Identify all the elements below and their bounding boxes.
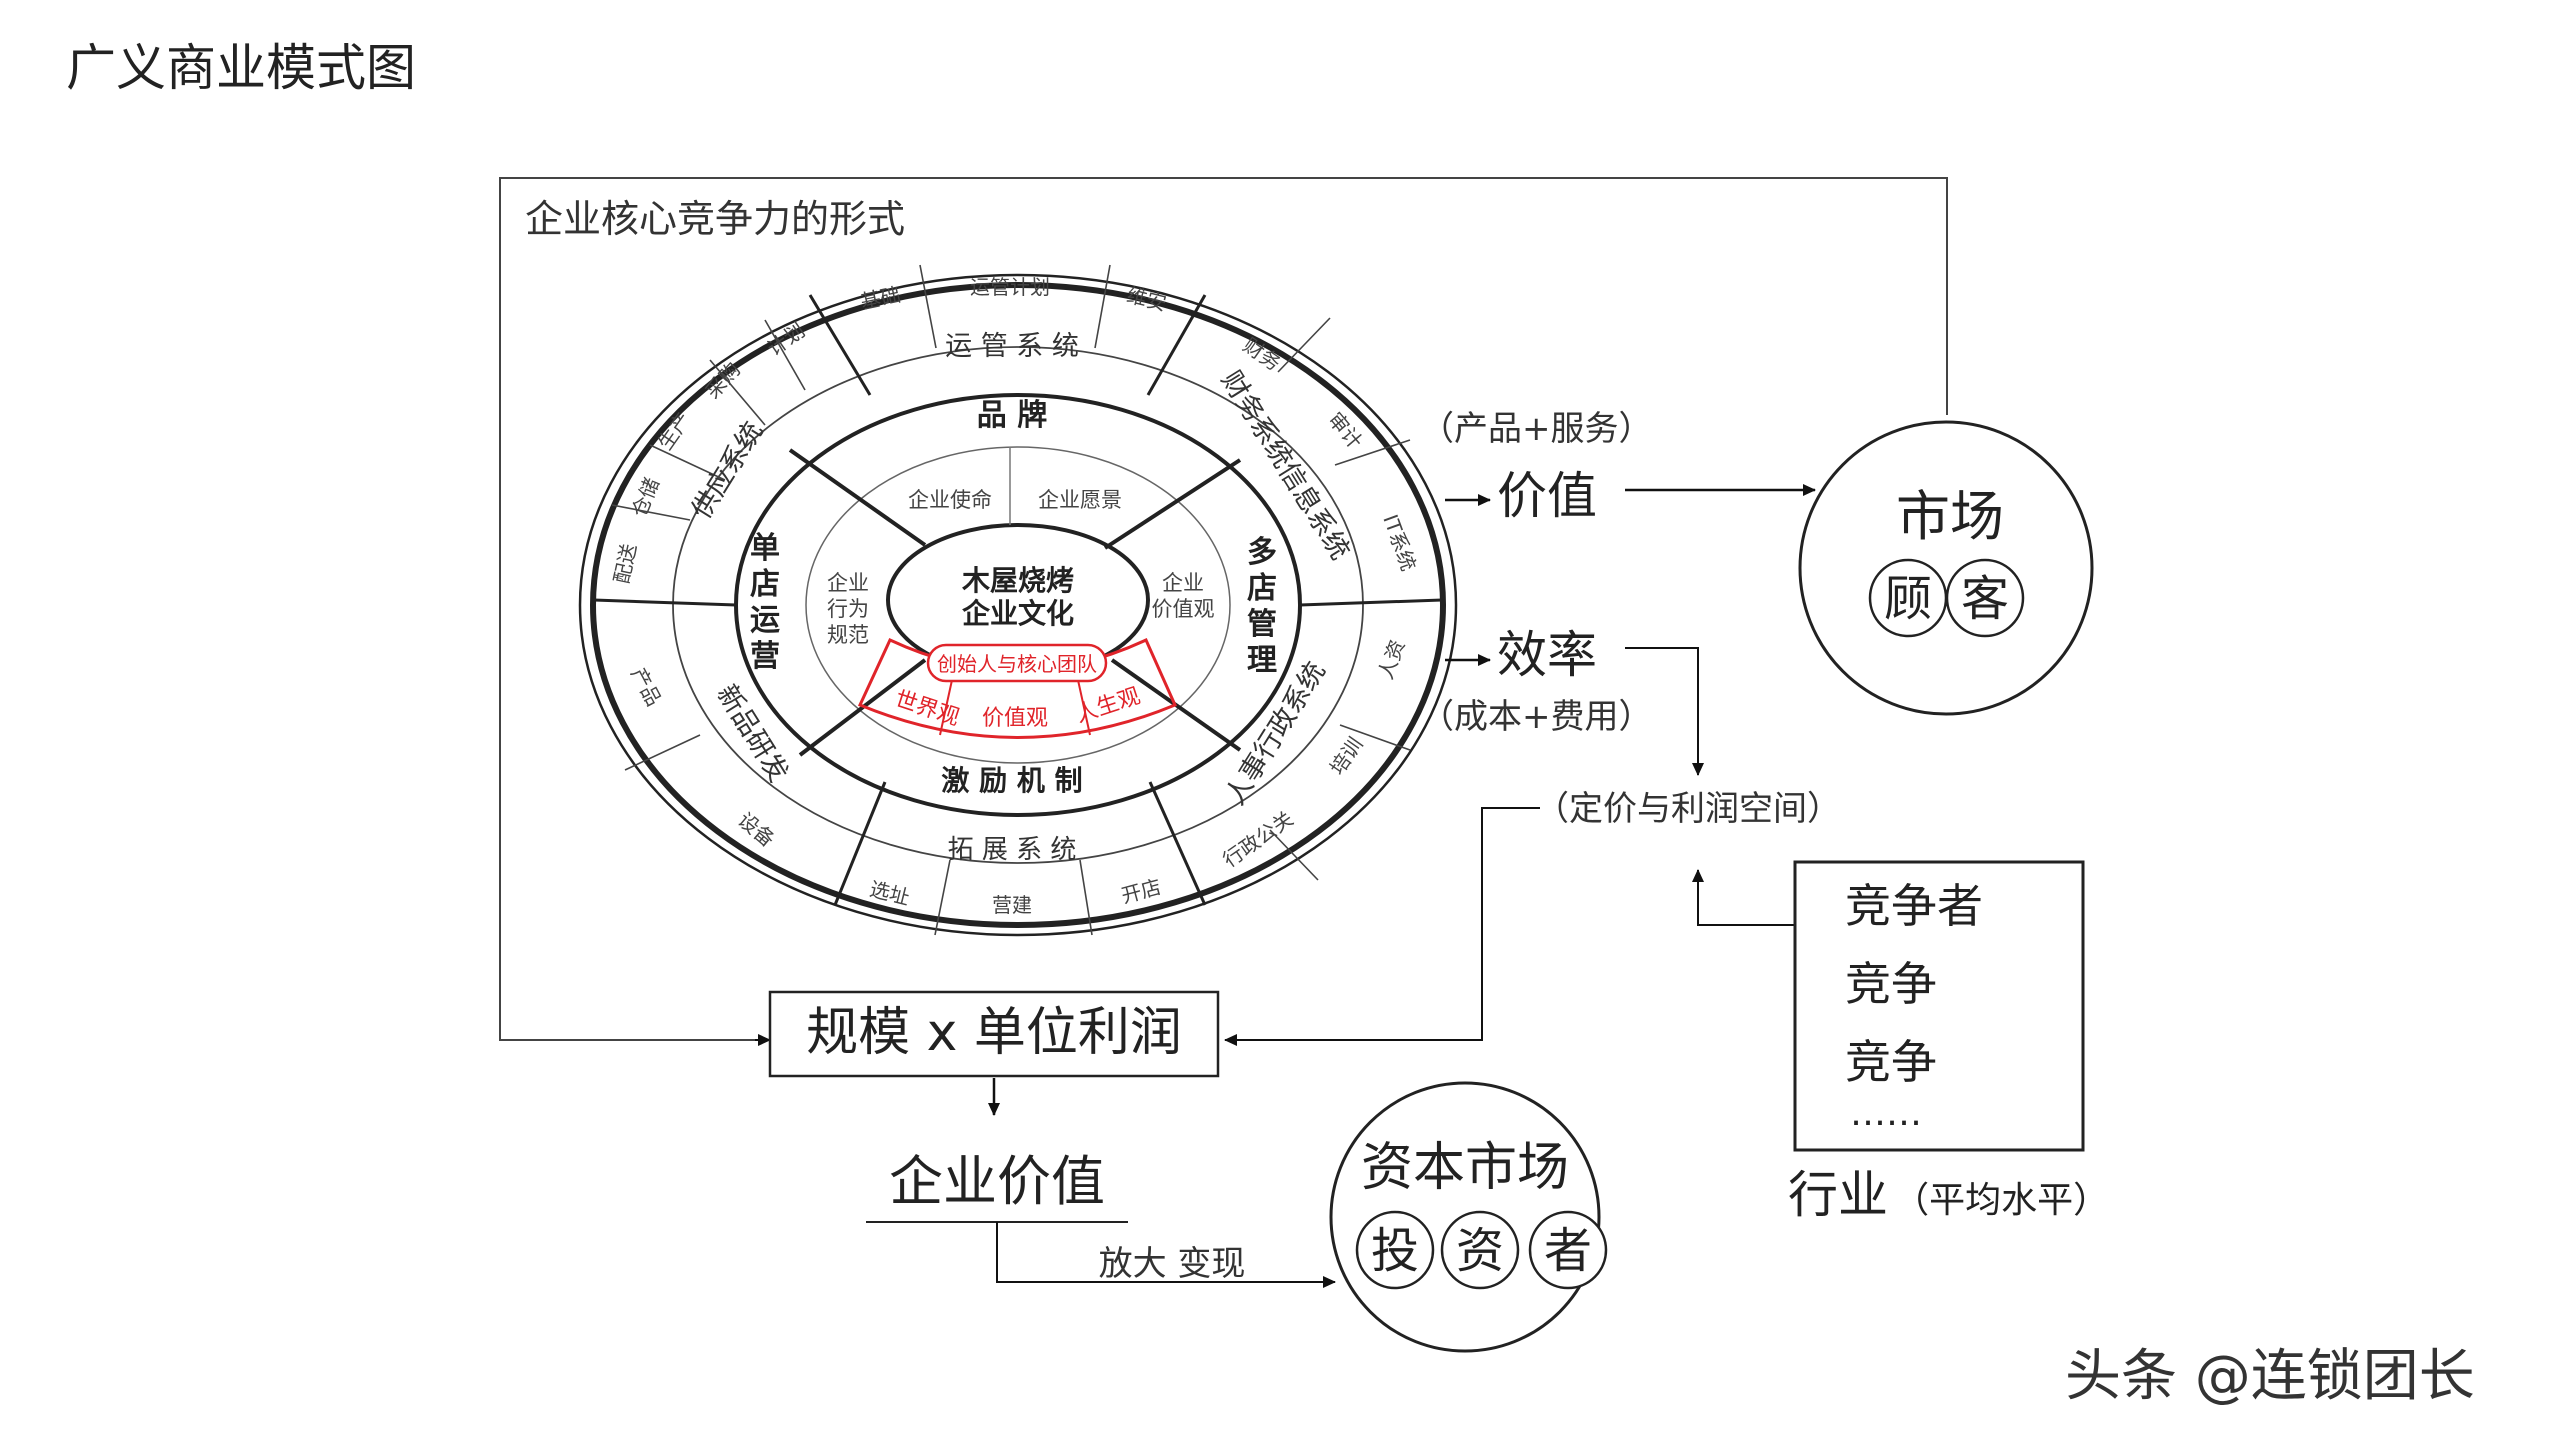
market-node: 市场 顾 客 — [1798, 420, 2094, 716]
market-char-2: 客 — [1961, 571, 2009, 627]
item-it-system: IT系统 — [1378, 511, 1420, 574]
industry-node: 竞争者 竞争 竞争 …… 行业 （平均水平） — [1788, 860, 2109, 1224]
system-supply: 供应系统 — [686, 416, 770, 524]
item-ops-plan: 运管计划 — [970, 275, 1050, 299]
team-label-box — [926, 643, 1108, 683]
efficiency-label: 效率 — [1497, 626, 1597, 684]
item-base: 基础 — [858, 282, 902, 314]
capital-char-circle-1 — [1355, 1210, 1435, 1290]
market-title: 市场 — [1896, 485, 2004, 548]
formula-box — [768, 990, 1220, 1078]
system-expansion: 拓 展 系 统 — [948, 835, 1077, 865]
item-construction: 营建 — [992, 893, 1032, 917]
market-char-1: 顾 — [1884, 571, 1932, 627]
pricing-flow: （定价与利润空间） — [1224, 789, 1841, 1046]
inner-values: 企业价值观 — [1152, 571, 1215, 621]
quadrant-multi-store: 多店管理 — [1247, 535, 1277, 678]
capital-char-circle-2 — [1440, 1210, 1520, 1290]
value-note: （产品+服务） — [1420, 409, 1653, 449]
capital-char-3: 者 — [1544, 1223, 1592, 1279]
inner-values-text: 企业价值观 — [1152, 571, 1215, 621]
quadrant-brand: 品 牌 — [977, 398, 1047, 433]
team-band: 创始人与核心团队 世界观 价值观 人生观 — [857, 637, 1177, 739]
watermark: 头条 @连锁团长 — [2065, 1344, 2475, 1409]
item-admin-pr: 行政公关 — [1218, 806, 1297, 872]
market-char-circle-2 — [1945, 558, 2025, 638]
formula-node: 规模 x 单位利润 — [768, 990, 1220, 1116]
industry-box — [1793, 860, 2085, 1152]
pricing-label: （定价与利润空间） — [1535, 789, 1841, 829]
enterprise-value-label: 企业价值 — [889, 1150, 1105, 1213]
capital-market-node: 资本市场 投 资 者 — [1329, 1081, 1608, 1353]
industry-item-competition-2: 竞争 — [1845, 1035, 1937, 1089]
item-delivery: 配送 — [609, 541, 641, 585]
amplify-label: 放大 变现 — [1099, 1244, 1246, 1284]
item-security: 维安 — [1124, 283, 1169, 316]
system-hr-admin: 人事行政系统 — [1220, 657, 1332, 811]
item-plan: 计划 — [763, 318, 810, 361]
value-flow: （产品+服务） 价值 — [1420, 409, 1816, 525]
competence-wheel: 创始人与核心团队 世界观 价值观 人生观 木屋烧烤 企业文化 企业使命 企业愿景… — [578, 264, 1458, 937]
inner-norms: 企业行为规范 — [827, 571, 869, 647]
item-product: 产品 — [626, 663, 666, 710]
core-line1: 木屋烧烤 — [961, 564, 1074, 597]
industry-label-note: （平均水平） — [1893, 1180, 2109, 1221]
team-item-worldview: 世界观 — [892, 687, 963, 731]
page-title: 广义商业模式图 — [66, 39, 416, 97]
item-hr: 人资 — [1373, 637, 1409, 683]
industry-label: 行业 （平均水平） — [1788, 1166, 2109, 1224]
inner-norms-text: 企业行为规范 — [827, 571, 869, 647]
efficiency-flow: 效率 （成本+费用） — [1420, 626, 1704, 776]
wheel-outer-ring — [590, 282, 1446, 928]
industry-item-ellipsis: …… — [1850, 1093, 1922, 1134]
inner-vision: 企业愿景 — [1038, 488, 1122, 512]
capital-char-1: 投 — [1371, 1223, 1419, 1279]
capital-char-2: 资 — [1456, 1223, 1504, 1279]
wheel-quadrant-ring — [805, 446, 1231, 764]
item-dividers — [611, 264, 1411, 936]
system-rnd: 新品研发 — [710, 679, 794, 787]
system-dividers — [593, 294, 1443, 906]
formula-label: 规模 x 单位利润 — [806, 1003, 1182, 1063]
inner-mission: 企业使命 — [908, 488, 992, 512]
wheel-items-ring — [672, 346, 1364, 864]
core-line2: 企业文化 — [962, 597, 1074, 630]
capital-title: 资本市场 — [1361, 1138, 1569, 1198]
core-competence-frame: 企业核心竞争力的形式 — [499, 177, 1948, 1046]
value-label: 价值 — [1497, 467, 1597, 525]
industry-label-main: 行业 — [1788, 1166, 1888, 1224]
wheel-outer-border — [578, 273, 1458, 937]
enterprise-value-node: 企业价值 放大 变现 — [866, 1150, 1336, 1288]
team-item-values: 价值观 — [982, 706, 1048, 731]
team-label: 创始人与核心团队 — [937, 652, 1097, 676]
item-training: 培训 — [1325, 733, 1368, 780]
industry-item-competitor: 竞争者 — [1845, 879, 1983, 933]
frame-title: 企业核心竞争力的形式 — [525, 197, 905, 241]
efficiency-note: （成本+费用） — [1420, 697, 1653, 737]
industry-item-competition-1: 竞争 — [1845, 957, 1937, 1011]
quadrant-single-store: 单店运营 — [750, 531, 780, 674]
market-circle — [1798, 420, 2094, 716]
system-operations: 运 管 系 统 — [945, 331, 1079, 362]
quadrant-incentive: 激 励 机 制 — [941, 764, 1082, 797]
capital-char-circle-3 — [1528, 1210, 1608, 1290]
item-open-store: 开店 — [1119, 874, 1164, 908]
